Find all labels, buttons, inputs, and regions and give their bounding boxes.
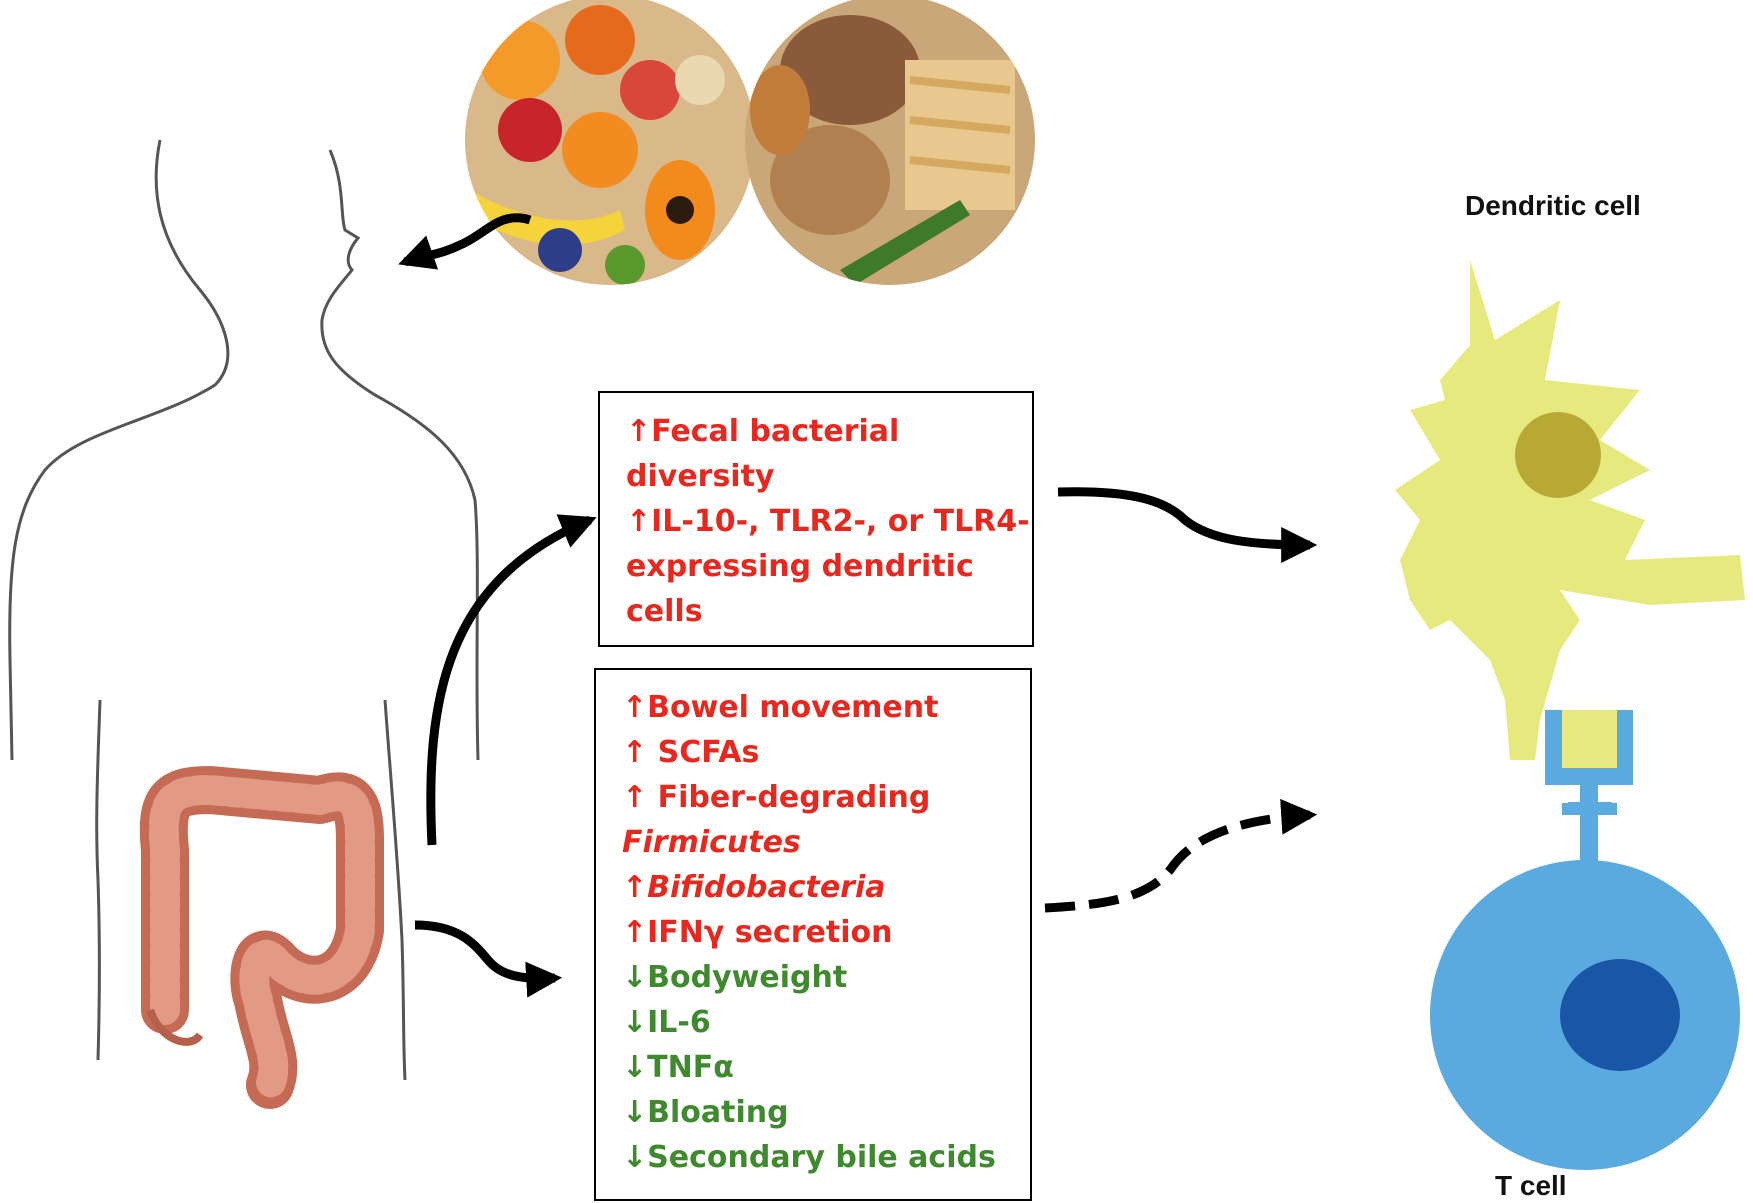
t-cell: [1430, 860, 1740, 1170]
effect-text: diversity: [626, 459, 775, 494]
effect-text: ↑IFNγ secretion: [622, 915, 893, 950]
effect-text: ↑Fecal bacterial: [626, 414, 900, 449]
box-top-line: cells: [626, 589, 1032, 634]
effect-text: ↓Bloating: [622, 1095, 789, 1130]
effect-text: ↓Bodyweight: [622, 960, 848, 995]
effect-text: ↓TNFα: [622, 1050, 734, 1085]
effect-text: ↑ Fiber-degrading: [622, 780, 931, 815]
effect-text: Bifidobacteria: [647, 870, 886, 905]
receptor: [1545, 710, 1633, 870]
box-bottom-line: ↓Secondary bile acids: [622, 1135, 1030, 1180]
arrow-food-to-body: [398, 213, 532, 270]
box-bottom-line: ↑Bowel movement: [622, 685, 1030, 730]
effect-text: ↓IL-6: [622, 1005, 711, 1040]
t-cell-label: T cell: [1495, 1170, 1567, 1201]
box-bottom-line: ↓Bodyweight: [622, 955, 1030, 1000]
effect-text: expressing dendritic: [626, 549, 974, 584]
dendritic-cell: [1395, 260, 1745, 760]
arrow-colon-to-top-box: [426, 514, 597, 846]
effect-text: ↑IL-10-, TLR2-, or TLR4-: [626, 504, 1030, 539]
arrow-colon-to-bottom-box: [414, 920, 563, 998]
food-photo-grains: [745, 0, 1035, 285]
box-bottom-line: ↓Bloating: [622, 1090, 1030, 1135]
arrow-bottom-box-to-t-cell: [1044, 798, 1318, 913]
arrow-top-box-to-dendritic: [1057, 487, 1318, 563]
box-top-line: expressing dendritic: [626, 544, 1032, 589]
box-bottom-line: Firmicutes: [622, 820, 1030, 865]
box-bottom-line: ↑IFNγ secretion: [622, 910, 1030, 955]
dendritic-cell-label: Dendritic cell: [1465, 190, 1641, 221]
effect-text: cells: [626, 594, 703, 629]
box-top-line: ↑IL-10-, TLR2-, or TLR4-: [626, 499, 1032, 544]
box-top-line: diversity: [626, 454, 1032, 499]
box-bottom-line: ↑Bifidobacteria: [622, 865, 1030, 910]
box-bottom-line: ↑ Fiber-degrading: [622, 775, 1030, 820]
food-photo-fruits: [465, 0, 755, 285]
box-bottom-line: ↓TNFα: [622, 1045, 1030, 1090]
effect-text: ↑Bowel movement: [622, 690, 939, 725]
box-bottom-line: ↓IL-6: [622, 1000, 1030, 1045]
effect-text: ↑ SCFAs: [622, 735, 760, 770]
colon-illustration: [139, 766, 384, 1109]
effects-box-top: ↑Fecal bacterial diversity ↑IL-10-, TLR2-,…: [598, 391, 1034, 647]
box-top-line: ↑Fecal bacterial: [626, 409, 1032, 454]
increase-arrow: ↑: [622, 870, 648, 905]
effect-text: Firmicutes: [622, 825, 801, 860]
effect-text: ↓Secondary bile acids: [622, 1140, 996, 1175]
human-body-outline: [8, 139, 480, 1081]
box-bottom-line: ↑ SCFAs: [622, 730, 1030, 775]
